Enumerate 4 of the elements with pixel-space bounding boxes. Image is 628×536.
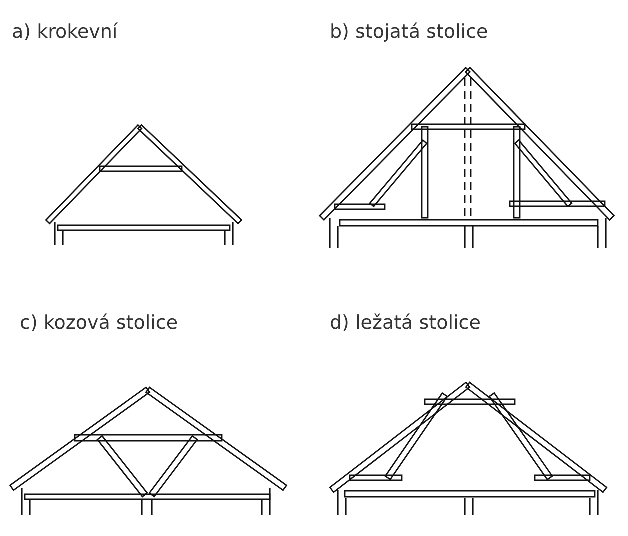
- caption-label: c) kozová stolice: [20, 311, 178, 335]
- caption-label: b) stojatá stolice: [330, 20, 488, 44]
- caption-label: d) ležatá stolice: [330, 311, 481, 335]
- caption-label: a) krokevní: [12, 20, 118, 44]
